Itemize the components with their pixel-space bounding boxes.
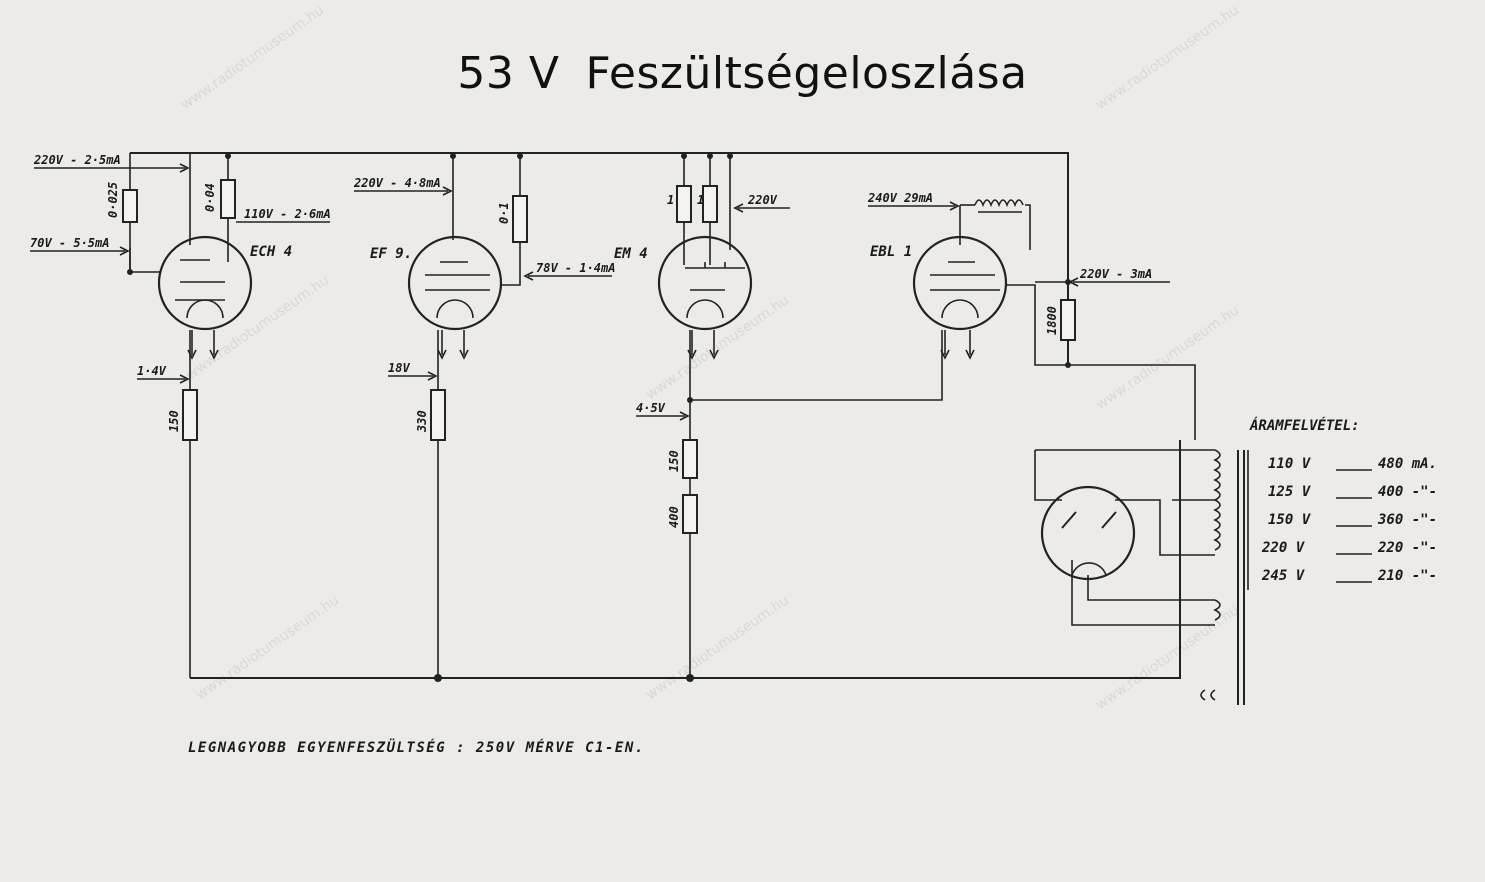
row-current: 210 -"- [1377, 568, 1437, 584]
current-table-heading: ÁRAMFELVÉTEL: [1249, 417, 1360, 434]
junctions [127, 153, 1071, 682]
title-heading: Feszültségeloszlása [585, 48, 1028, 99]
label-ef9-anode: 220V - 4·8mA [353, 176, 441, 190]
resistor-r3-value: 0·1 [497, 202, 511, 224]
resistor-r4 [676, 185, 692, 223]
label-ef9-cathode: 18V [388, 361, 410, 375]
row-current: 480 mA. [1378, 456, 1437, 472]
watermark: www.radiotumuseum.hu [178, 2, 327, 113]
row-voltage: 150 V [1268, 512, 1312, 528]
tube-ech4 [157, 235, 253, 360]
label-ef9-screen: 78V - 1·4mA [536, 261, 615, 275]
resistor-r4-value: 1 [667, 193, 674, 207]
resistor-r8-value: 330 [415, 410, 429, 433]
tube-rectifier [1040, 485, 1136, 581]
power-transformer [1200, 449, 1245, 705]
current-table-row: 150 V 360 -"- [1268, 512, 1437, 528]
resistor-r10-value: 400 [667, 506, 681, 528]
watermark: www.radiotumuseum.hu [1093, 2, 1242, 113]
current-table-row: 245 V 210 -"- [1261, 568, 1437, 584]
tube-em4 [657, 235, 753, 360]
row-voltage: 110 V [1268, 456, 1312, 472]
resistor-r2-value: 0·04 [203, 183, 217, 212]
title-model: 53 V [457, 48, 560, 99]
row-current: 220 -"- [1377, 540, 1437, 556]
row-voltage: 245 V [1261, 568, 1306, 584]
current-table-row: 110 V 480 mA. [1268, 456, 1437, 472]
tube-label-em4: EM 4 [614, 246, 648, 262]
watermark: www.radiotumuseum.hu [643, 592, 792, 703]
resistor-r6 [1060, 299, 1076, 341]
resistor-r10 [682, 494, 698, 534]
page-title: 53 V Feszültségeloszlása [0, 48, 1485, 99]
resistor-r9-value: 150 [667, 450, 681, 472]
tube-ef9 [407, 235, 503, 360]
watermark: www.radiotumuseum.hu [183, 272, 332, 383]
current-table: ÁRAMFELVÉTEL: 110 V 480 mA. 125 V 400 -"… [1247, 417, 1437, 590]
row-voltage: 220 V [1261, 540, 1306, 556]
output-coil [974, 199, 1024, 213]
label-em4-cathode: 4·5V [636, 401, 666, 415]
watermark: www.radiotumuseum.hu [1093, 602, 1242, 713]
label-ech4-cathode: 1·4V [137, 364, 167, 378]
resistor-r9 [682, 439, 698, 479]
current-table-row: 125 V 400 -"- [1268, 484, 1437, 500]
tube-labels: ECH 4 EF 9. EM 4 EBL 1 [250, 244, 912, 262]
current-table-row: 220 V 220 -"- [1261, 540, 1437, 556]
resistor-r1-value: 0·025 [106, 182, 120, 218]
row-current: 400 -"- [1378, 484, 1437, 500]
tube-label-ef9: EF 9. [370, 246, 412, 262]
measurement-labels: 220V - 2·5mA 110V - 2·6mA 70V - 5·5mA 1·… [30, 153, 1170, 421]
resistors [122, 179, 1076, 534]
footer-note: LEGNAGYOBB EGYENFESZÜLTSÉG : 250V MÉRVE … [188, 738, 645, 756]
resistor-r3 [512, 195, 528, 243]
resistor-r8 [430, 389, 446, 441]
watermark: www.radiotumuseum.hu [1093, 302, 1242, 413]
resistor-r2 [220, 179, 236, 219]
resistor-r5-value: 1 [697, 193, 704, 207]
tube-label-ebl1: EBL 1 [870, 244, 912, 260]
label-em4-anode: 220V [747, 193, 778, 207]
resistor-r6-value: 1800 [1045, 306, 1059, 335]
watermark: www.radiotumuseum.hu [193, 592, 342, 703]
tube-ebl1 [912, 235, 1008, 360]
label-ech4-screen: 110V - 2·6mA [244, 207, 331, 221]
label-ech4-grid: 70V - 5·5mA [30, 236, 109, 250]
label-ebl1-anode: 240V 29mA [867, 191, 933, 205]
row-current: 360 -"- [1377, 512, 1437, 528]
label-ebl1-screen: 220V - 3mA [1079, 267, 1152, 281]
watermark: www.radiotumuseum.hu [643, 292, 792, 403]
row-voltage: 125 V [1268, 484, 1312, 500]
resistor-labels: 0·025 0·04 0·1 1 1 1800 150 330 150 400 [106, 182, 1059, 528]
resistor-r5 [702, 185, 718, 223]
resistor-r1 [122, 189, 138, 223]
watermark-group: www.radiotumuseum.hu www.radiotumuseum.h… [178, 2, 1242, 713]
tube-label-ech4: ECH 4 [250, 244, 292, 260]
resistor-r7 [182, 389, 198, 441]
wires [129, 152, 1215, 679]
label-ech4-anode: 220V - 2·5mA [33, 153, 121, 167]
resistor-r7-value: 150 [167, 410, 181, 432]
